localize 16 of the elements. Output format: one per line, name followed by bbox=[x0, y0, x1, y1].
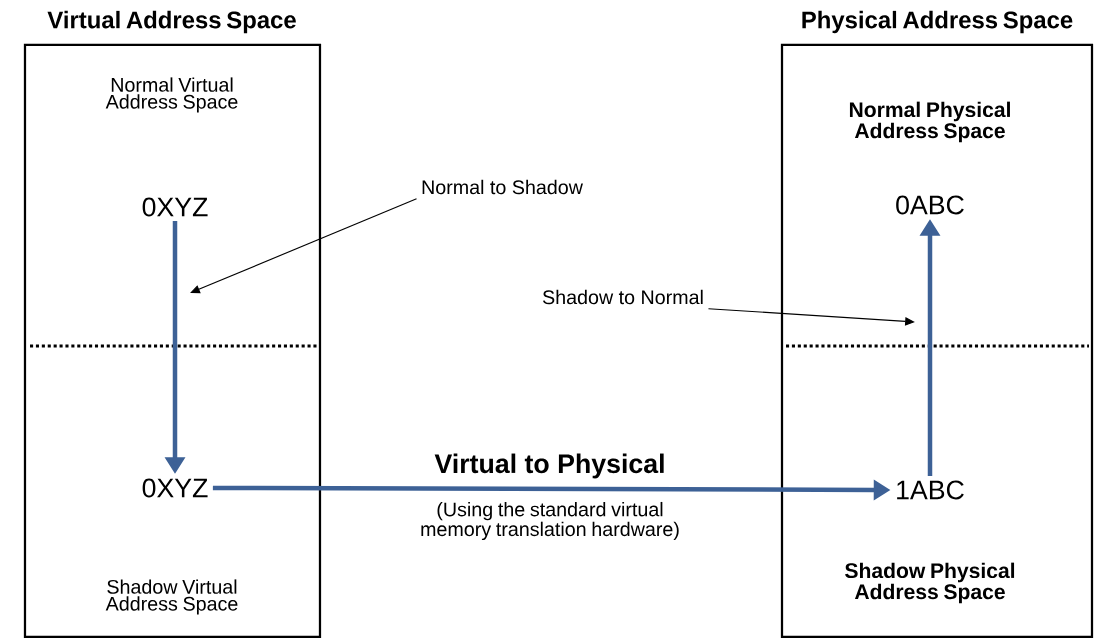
region-label: Shadow Virtual Address Space bbox=[105, 579, 238, 615]
region-label: Normal Physical Address Space bbox=[849, 101, 1010, 143]
leader-line bbox=[707, 308, 915, 326]
address-value: 0ABC bbox=[896, 195, 964, 215]
region-label: Normal Virtual Address Space bbox=[105, 77, 238, 113]
address-value: 0XYZ bbox=[142, 478, 208, 498]
region-label: Shadow Physical Address Space bbox=[845, 562, 1015, 604]
note-text: (Using the standard virtual memory translation hardware) bbox=[421, 501, 679, 541]
leader-line bbox=[190, 198, 418, 294]
callout-text: Normal to Shadow bbox=[422, 179, 583, 195]
edge-label: Virtual to Physical bbox=[434, 453, 664, 479]
address-value: 1ABC bbox=[897, 480, 964, 500]
address-value: 0XYZ bbox=[142, 197, 208, 217]
box-title: Virtual Address Space bbox=[47, 10, 296, 34]
callout-text: Shadow to Normal bbox=[542, 289, 703, 305]
box-title: Physical Address Space bbox=[802, 10, 1073, 34]
